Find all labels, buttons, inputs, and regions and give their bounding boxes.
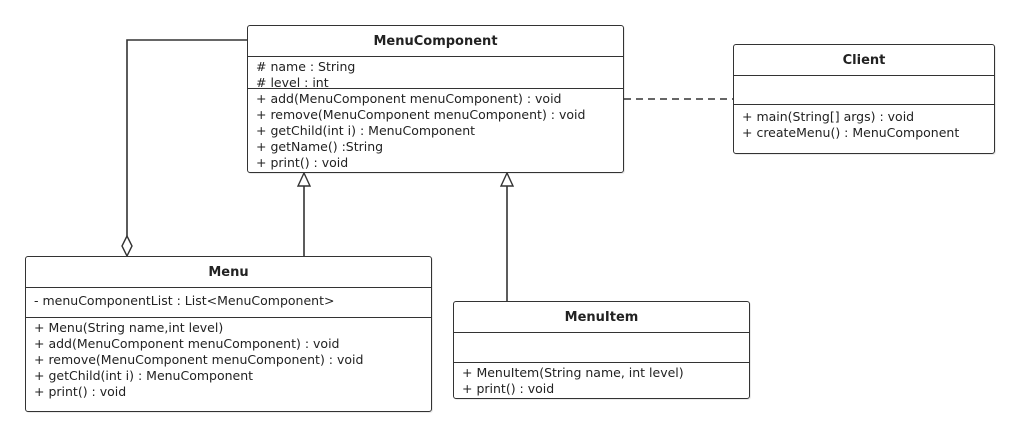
generalization-arrowhead-menuitem: [499, 171, 515, 187]
operations-menu-component: + add(MenuComponent menuComponent) : voi…: [248, 89, 623, 171]
class-name-client: Client: [734, 45, 994, 76]
operation-row: + print() : void: [462, 381, 555, 396]
class-name-menu-component: MenuComponent: [248, 26, 623, 57]
operation-row: + print() : void: [34, 384, 127, 399]
attributes-menu: - menuComponentList : List<MenuComponent…: [26, 288, 431, 318]
operations-menu: + Menu(String name,int level) + add(Menu…: [26, 318, 431, 400]
operation-row: + getChild(int i) : MenuComponent: [34, 368, 254, 383]
class-client[interactable]: Client + main(String[] args) : void + cr…: [733, 44, 995, 154]
operation-row: + print() : void: [256, 155, 349, 170]
operation-row: + add(MenuComponent menuComponent) : voi…: [34, 336, 340, 351]
operation-row: + add(MenuComponent menuComponent) : voi…: [256, 91, 562, 106]
operation-row: + getName() :String: [256, 139, 384, 154]
class-name-menu-item: MenuItem: [454, 302, 749, 333]
operation-row: + getChild(int i) : MenuComponent: [256, 123, 476, 138]
class-menu[interactable]: Menu - menuComponentList : List<MenuComp…: [25, 256, 432, 412]
operation-row: + main(String[] args) : void: [742, 109, 915, 124]
attribute-row: # name : String: [256, 59, 356, 74]
operation-row: + Menu(String name,int level): [34, 320, 224, 335]
operations-menu-item: + MenuItem(String name, int level) + pri…: [454, 363, 749, 397]
attributes-client: [734, 76, 994, 105]
operation-row: + createMenu() : MenuComponent: [742, 125, 960, 140]
operations-client: + main(String[] args) : void + createMen…: [734, 105, 994, 141]
operation-row: + remove(MenuComponent menuComponent) : …: [34, 352, 364, 367]
generalization-arrowhead-menu: [296, 171, 312, 187]
aggregation-line-menu: [126, 39, 247, 236]
attributes-menu-component: # name : String # level : int: [248, 57, 623, 90]
class-name-menu: Menu: [26, 257, 431, 288]
attribute-row: - menuComponentList : List<MenuComponent…: [34, 293, 335, 308]
operation-row: + remove(MenuComponent menuComponent) : …: [256, 107, 586, 122]
aggregation-diamond: [121, 234, 133, 258]
attributes-menu-item: [454, 333, 749, 363]
class-menu-item[interactable]: MenuItem + MenuItem(String name, int lev…: [453, 301, 750, 399]
class-menu-component[interactable]: MenuComponent # name : String # level : …: [247, 25, 624, 173]
operation-row: + MenuItem(String name, int level): [462, 365, 684, 380]
attribute-row: # level : int: [256, 75, 329, 90]
